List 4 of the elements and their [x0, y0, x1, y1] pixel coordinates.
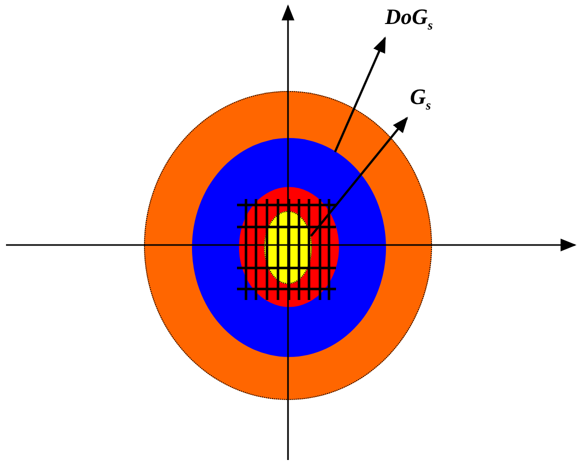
arrow — [334, 36, 386, 152]
arrow — [310, 116, 408, 237]
axis-label: DoG$_{s}$ — [385, 4, 433, 29]
axis-label: G$_{s}$ — [410, 84, 431, 109]
